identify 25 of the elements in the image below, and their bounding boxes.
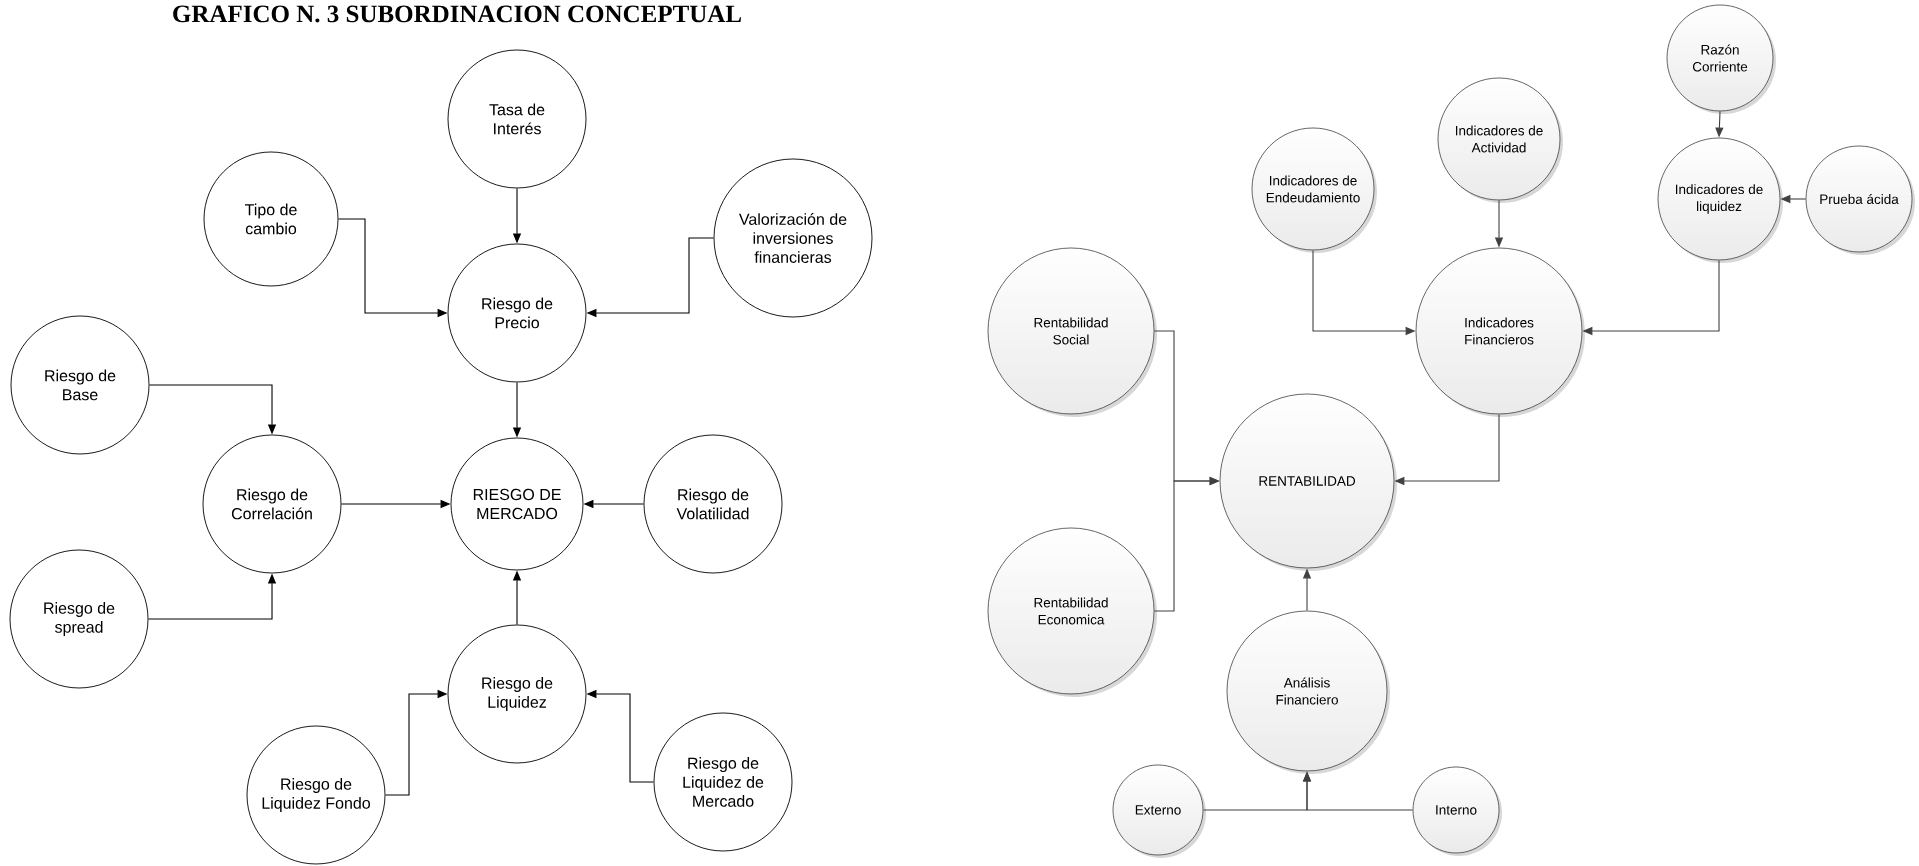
circle-node: Análisis Financiero	[1226, 610, 1390, 774]
circle-node: Riesgo de spread	[9, 549, 149, 689]
circle-node: Indicadores de liquidez	[1657, 137, 1783, 263]
circle-node: Riesgo de Liquidez	[447, 624, 587, 764]
circle-node: Interno	[1412, 766, 1502, 856]
circle-node: Riesgo de Volatilidad	[643, 434, 783, 574]
circle-node: Valorización de inversiones financieras	[713, 158, 873, 318]
circle-node: Indicadores Financieros	[1415, 247, 1585, 417]
circle-node: Indicadores de Endeudamiento	[1251, 127, 1377, 253]
circle-node: Riesgo de Liquidez de Mercado	[653, 712, 793, 852]
circle-node: Externo	[1112, 764, 1206, 858]
circle-node: Riesgo de Correlación	[202, 434, 342, 574]
circle-node: Indicadores de Actividad	[1437, 77, 1563, 203]
circle-node: Rentabilidad Social	[987, 247, 1157, 417]
circle-node: Prueba ácida	[1805, 145, 1915, 255]
circle-node: Riesgo de Precio	[447, 243, 587, 383]
circle-node: Razón Corriente	[1666, 4, 1776, 114]
circle-node: Tasa de Interés	[447, 49, 587, 189]
circle-node: Rentabilidad Economica	[987, 527, 1157, 697]
circle-node: Tipo de cambio	[203, 151, 339, 287]
circle-node: RENTABILIDAD	[1219, 393, 1397, 571]
title: GRAFICO N. 3 SUBORDINACION CONCEPTUAL	[173, 5, 741, 23]
circle-node: Riesgo de Liquidez Fondo	[246, 725, 386, 865]
circle-node: Riesgo de Base	[10, 315, 150, 455]
circle-node: RIESGO DE MERCADO	[450, 437, 584, 571]
